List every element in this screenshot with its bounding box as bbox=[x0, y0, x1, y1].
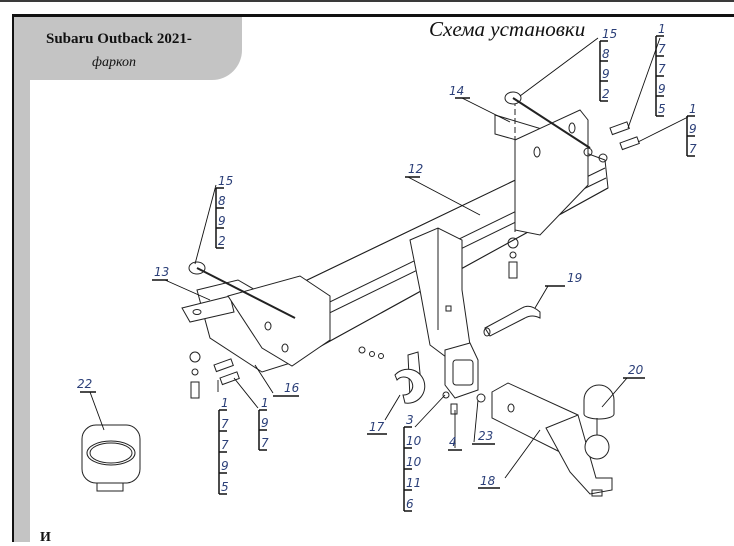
callout-19: 19 bbox=[567, 271, 582, 285]
receiver-hitch bbox=[444, 342, 479, 399]
stack-item: 5 bbox=[658, 102, 666, 116]
pin-part-19 bbox=[483, 305, 541, 337]
fasteners bbox=[188, 91, 640, 415]
stack-item: 9 bbox=[602, 67, 610, 81]
stack-item: 1 bbox=[658, 22, 666, 36]
label-underlines bbox=[80, 97, 645, 489]
stack-item: 2 bbox=[218, 234, 226, 248]
stack-item: 9 bbox=[261, 416, 269, 430]
stack-bolt-b-bottom-left: 1 9 7 bbox=[258, 396, 269, 451]
callout-12: 12 bbox=[408, 162, 423, 176]
stack-item: 7 bbox=[261, 436, 269, 450]
stack-item: 9 bbox=[658, 82, 666, 96]
stack-item: 1 bbox=[689, 102, 697, 116]
stack-item: 9 bbox=[689, 122, 697, 136]
frame-left-border bbox=[12, 14, 14, 542]
left-gray-strip bbox=[14, 17, 30, 542]
title-panel bbox=[14, 17, 242, 80]
socket-plate-part-17 bbox=[394, 351, 426, 404]
stack-item: 8 bbox=[218, 194, 226, 208]
callout-18: 18 bbox=[480, 474, 496, 488]
drawbar-part-18 bbox=[491, 382, 613, 497]
stack-item: 7 bbox=[658, 42, 666, 56]
central-hanger bbox=[409, 227, 471, 361]
left-bracket-part-13 bbox=[181, 275, 331, 373]
callout-16: 16 bbox=[284, 381, 300, 395]
stack-bolt-a-top-right: 1 7 7 9 5 bbox=[655, 22, 666, 117]
stack-bolt-a-bottom-left: 1 7 7 9 5 bbox=[218, 396, 229, 495]
stack-item: 6 bbox=[406, 497, 414, 511]
stack-bolt-b-top-right: 1 9 7 bbox=[686, 102, 697, 157]
stack-item: 7 bbox=[658, 62, 666, 76]
car-model-title: Subaru Outback 2021- bbox=[46, 31, 192, 47]
stack-item: 15 bbox=[218, 174, 233, 188]
stack-item: 3 bbox=[406, 413, 414, 427]
stack-15-left: 15 8 9 2 bbox=[215, 174, 233, 249]
stack-item: 1 bbox=[261, 396, 269, 410]
callout-20: 20 bbox=[628, 363, 644, 377]
callout-23: 23 bbox=[478, 429, 493, 443]
callout-4: 4 bbox=[449, 435, 457, 449]
top-rule bbox=[0, 0, 734, 2]
stack-item: 1 bbox=[221, 396, 229, 410]
cap-part-22 bbox=[81, 424, 141, 492]
footer-text: И bbox=[40, 530, 51, 545]
stack-item: 10 bbox=[406, 455, 422, 469]
stack-socket-bolt: 3 10 10 11 6 bbox=[403, 413, 422, 512]
product-subtitle: фаркоп bbox=[92, 55, 136, 70]
stack-item: 7 bbox=[221, 438, 229, 452]
stack-item: 8 bbox=[602, 47, 610, 61]
stack-item: 15 bbox=[602, 27, 617, 41]
callout-13: 13 bbox=[154, 265, 169, 279]
stack-item: 11 bbox=[406, 476, 421, 490]
right-bracket-part-14 bbox=[494, 100, 589, 236]
stack-item: 2 bbox=[602, 87, 610, 101]
leader-lines bbox=[89, 37, 689, 479]
stack-item: 9 bbox=[221, 459, 229, 473]
callout-22: 22 bbox=[77, 377, 92, 391]
callout-17: 17 bbox=[369, 420, 385, 434]
stack-item: 5 bbox=[221, 480, 229, 494]
callout-14: 14 bbox=[449, 84, 464, 98]
stack-item: 10 bbox=[406, 434, 422, 448]
ball-cover-part-20 bbox=[583, 384, 615, 460]
stack-item: 9 bbox=[218, 214, 226, 228]
stack-15-top-right: 15 8 9 2 bbox=[599, 27, 617, 102]
stack-item: 7 bbox=[689, 142, 697, 156]
scheme-title: Схема установки bbox=[429, 17, 586, 41]
frame-top-border bbox=[14, 14, 734, 17]
stack-item: 7 bbox=[221, 417, 229, 431]
